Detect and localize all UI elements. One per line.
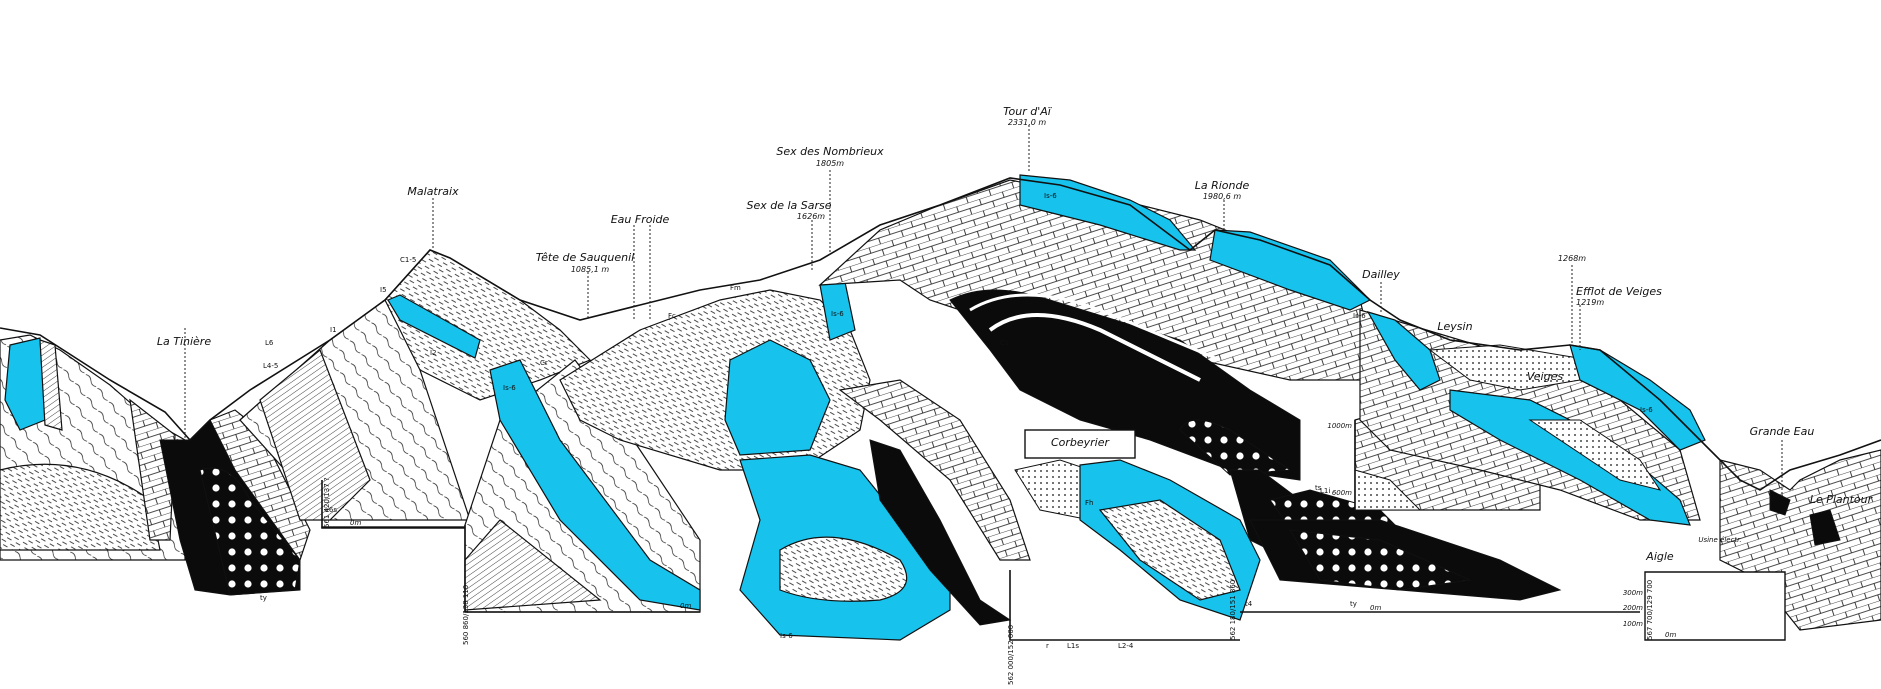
ground-surface xyxy=(0,177,1881,491)
unit-label: t4 xyxy=(1245,600,1253,608)
central-fold-region xyxy=(559,281,1031,641)
place-veiges: Veiges xyxy=(1527,370,1563,383)
scale-1000m: 1000m xyxy=(1327,422,1352,430)
peak-eau-froide: Eau Froide xyxy=(611,213,670,226)
peak-labels: Malatraix La Tinière Tête de Sauquenil 1… xyxy=(157,105,1814,438)
peak-leaders xyxy=(184,125,1783,495)
unit-label: C1-5 xyxy=(400,256,416,264)
unit-label: Cs xyxy=(1000,339,1009,347)
far-right-block xyxy=(1644,449,1881,641)
coord-1: 561 420/137 ? xyxy=(323,477,331,528)
unit-label: L4-5 xyxy=(263,362,278,370)
unit-label: Is-6 xyxy=(503,384,516,392)
place-leysin: Leysin xyxy=(1437,320,1472,333)
unit-label: I1 xyxy=(330,326,337,334)
scale-100m: 100m xyxy=(1623,620,1643,628)
altitude-1268: 1268m xyxy=(1558,254,1586,263)
altitude-sex-des-nombrieux: 1805m xyxy=(816,159,844,168)
peak-tete-de-sauquenil: Tête de Sauquenil xyxy=(536,251,634,264)
elevation-scales: 1000m 600m 300m 200m 100m 0m 0m 0m 0m xyxy=(350,422,1676,639)
left-block xyxy=(0,334,186,561)
veiges-nappe xyxy=(1359,309,1706,526)
altitude-tour-dai: 2331,0 m xyxy=(1008,118,1047,127)
baseline-0m-4: 0m xyxy=(1665,631,1676,639)
scale-300m: 300m xyxy=(1623,589,1643,597)
unit-label: L6s xyxy=(325,506,337,514)
baseline-0m-1: 0m xyxy=(350,519,361,527)
scale-600m: 600m xyxy=(1332,489,1352,497)
unit-label: I2 xyxy=(430,349,437,357)
peak-sex-des-nombrieux: Sex des Nombrieux xyxy=(776,145,884,158)
peak-grande-eau: Grande Eau xyxy=(1750,425,1815,438)
place-labels: Corbeyrier Leysin Veiges Aigle Usine éle… xyxy=(1051,320,1874,563)
peak-dailley: Dailley xyxy=(1362,268,1400,281)
coordinate-labels: 561 420/137 ? 560 860/138 110 562 000/15… xyxy=(323,477,1654,685)
peak-tour-dai: Tour d'Aï xyxy=(1003,105,1053,118)
unit-label: I5 xyxy=(380,286,387,294)
peak-la-rionde: La Rionde xyxy=(1195,179,1250,192)
unit-label: r xyxy=(1046,642,1049,650)
unit-label: L1s xyxy=(1067,642,1079,650)
unit-label: Is-6 xyxy=(831,310,844,318)
unit-label: L1i xyxy=(1320,487,1330,495)
unit-label: Fh xyxy=(1085,499,1093,507)
unit-label: Is-6 xyxy=(1640,406,1653,414)
coord-4: 562 180/151 860 xyxy=(1229,580,1237,640)
unit-label: ts xyxy=(1315,484,1322,492)
unit-label: Is-6 xyxy=(1353,312,1366,320)
altitude-efflot-de-veiges: 1219m xyxy=(1576,298,1604,307)
baseline-0m-3: 0m xyxy=(1370,604,1381,612)
peak-malatraix: Malatraix xyxy=(407,185,459,198)
unit-label: Fm xyxy=(730,284,741,292)
unit-label: ty xyxy=(260,594,267,602)
peak-efflot-de-veiges: Efflot de Veiges xyxy=(1576,285,1662,298)
tour-dai-dome xyxy=(818,174,1381,481)
baseline-0m-2: 0m xyxy=(680,602,691,610)
unit-label: L2-4 xyxy=(1118,642,1134,650)
place-le-plantour: Le Plantour xyxy=(1810,493,1874,506)
sauquenil-block xyxy=(464,359,701,613)
place-aigle: Aigle xyxy=(1645,550,1674,563)
coord-3: 562 000/152 000 xyxy=(1007,625,1015,685)
peak-sex-de-la-sarse: Sex de la Sarse xyxy=(746,199,831,212)
altitude-tete-de-sauquenil: 1085,1 m xyxy=(571,265,610,274)
peak-la-tiniere: La Tinière xyxy=(157,335,211,348)
place-corbeyrier: Corbeyrier xyxy=(1051,436,1111,449)
coord-2: 560 860/138 110 xyxy=(462,585,470,645)
unit-label: Is-6 xyxy=(780,632,793,640)
place-usine-electr: Usine électr. xyxy=(1698,536,1741,544)
altitude-la-rionde: 1980,6 m xyxy=(1203,192,1242,201)
scale-200m: 200m xyxy=(1623,604,1643,612)
unit-label: Cr xyxy=(540,359,548,367)
unit-labels: C1-5 Is-6 Is-6 Is-6 Is-6 Is-6 Is-6 I5 I2… xyxy=(260,192,1653,650)
unit-label: Is-6 xyxy=(1044,192,1057,200)
unit-label: ty xyxy=(1350,600,1357,608)
altitude-sex-de-la-sarse: 1626m xyxy=(797,212,825,221)
coord-6: 567 700/129 700 xyxy=(1646,580,1654,640)
unit-label: L6 xyxy=(265,339,274,347)
unit-label: Fc xyxy=(668,312,676,320)
